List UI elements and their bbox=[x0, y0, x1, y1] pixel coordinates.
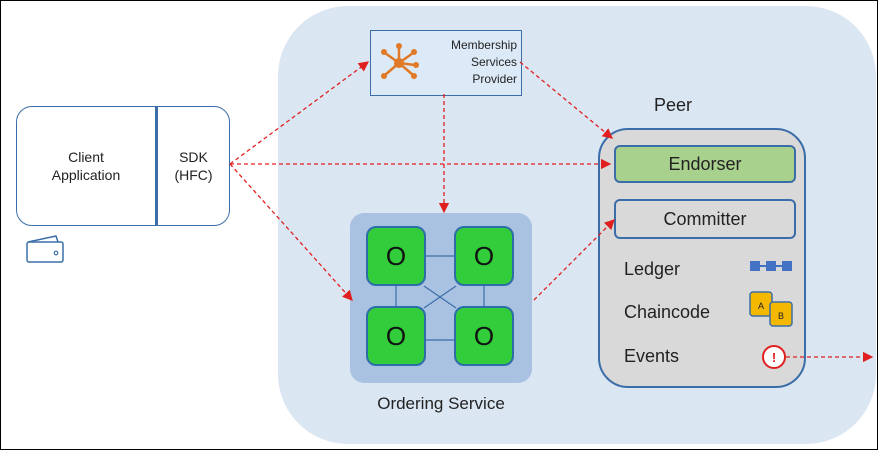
orderer-node: O bbox=[366, 306, 426, 366]
chaincode-icon: A B bbox=[749, 291, 793, 327]
peer-title: Peer bbox=[654, 95, 693, 115]
arrow-sdk-to-ordering bbox=[229, 163, 353, 301]
orderer-node: O bbox=[454, 306, 514, 366]
ordering-service-label: Ordering Service bbox=[377, 394, 505, 413]
msp-label-line3: Provider bbox=[472, 72, 517, 86]
orderer-node: O bbox=[366, 226, 426, 286]
client-label-line1: Client bbox=[68, 149, 104, 165]
network-hub-icon bbox=[381, 43, 419, 79]
sdk-label: SDK (HFC) bbox=[158, 107, 229, 225]
client-label-line2: Application bbox=[51, 167, 121, 183]
orderer-node: O bbox=[454, 226, 514, 286]
ledger-label: Ledger bbox=[624, 259, 681, 279]
client-sdk-divider bbox=[155, 107, 158, 225]
arrow-msp-to-peer bbox=[519, 61, 614, 139]
events-label: Events bbox=[624, 346, 680, 366]
sdk-label-line1: SDK bbox=[179, 149, 208, 165]
orderer-node-label: O bbox=[385, 240, 407, 271]
endorser-box: Endorser bbox=[614, 145, 796, 183]
msp-label-line2: Services bbox=[470, 55, 517, 69]
orderer-node-label: O bbox=[385, 320, 407, 351]
chaincode-icon-b: B bbox=[778, 311, 784, 321]
sdk-label-line2: (HFC) bbox=[174, 167, 213, 183]
arrow-sdk-to-msp bbox=[229, 61, 370, 165]
event-alert-icon: ! bbox=[762, 345, 786, 369]
ledger-icon bbox=[750, 261, 792, 271]
orderer-node-label: O bbox=[473, 320, 495, 351]
event-alert-mark: ! bbox=[772, 350, 776, 365]
msp-label-line1: Membership bbox=[450, 38, 517, 52]
orderer-node-label: O bbox=[473, 240, 495, 271]
msp-label: Membership Services Provider bbox=[423, 37, 517, 88]
chaincode-label: Chaincode bbox=[624, 302, 711, 322]
chaincode-icon-a: A bbox=[758, 301, 764, 311]
wallet-icon bbox=[26, 235, 64, 263]
arrow-ordering-to-committer bbox=[533, 219, 615, 301]
committer-box: Committer bbox=[614, 199, 796, 239]
